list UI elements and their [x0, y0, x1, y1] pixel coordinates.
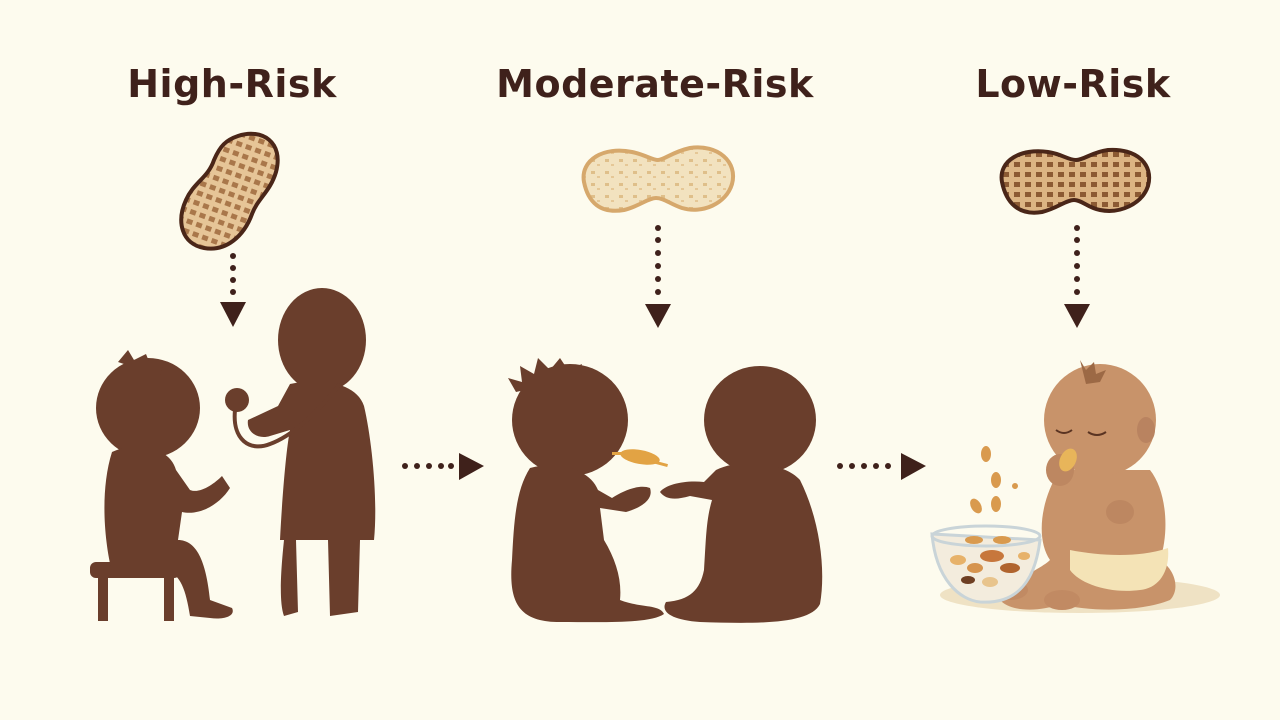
dotted-down-arrow-low-risk	[1064, 225, 1090, 328]
peanut-icon-moderate-risk	[581, 145, 736, 213]
heading-low-risk: Low-Risk	[975, 62, 1171, 106]
heading-moderate-risk: Moderate-Risk	[496, 62, 814, 106]
dotted-down-arrow-high-risk	[220, 253, 246, 327]
child-doctor-silhouette	[90, 288, 376, 621]
dotted-right-arrow-1	[402, 453, 484, 480]
peanut-butter-snack-icon	[612, 449, 668, 468]
two-toddlers-silhouette	[508, 358, 823, 623]
dotted-right-arrow-2	[837, 453, 926, 480]
dotted-down-arrow-moderate-risk	[645, 225, 671, 328]
peanut-icon-low-risk	[999, 147, 1152, 215]
peanut-icon-high-risk	[179, 131, 280, 251]
heading-high-risk: High-Risk	[127, 62, 337, 106]
baby-eating-peanuts-illustration	[930, 360, 1220, 613]
